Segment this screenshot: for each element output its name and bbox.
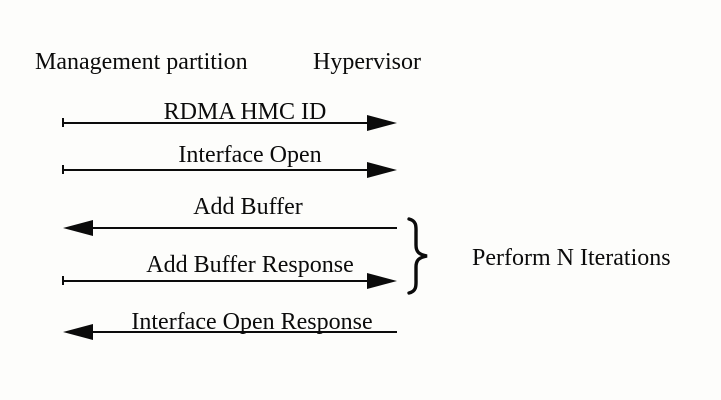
arrowhead-right-icon (367, 162, 397, 178)
arrowhead-left-icon (63, 324, 93, 340)
arrow-line (88, 331, 397, 333)
actor-label-hypervisor: Hypervisor (313, 49, 421, 75)
message-label: Add Buffer (193, 194, 303, 220)
arrow-line (63, 280, 371, 282)
arrow-line (63, 169, 371, 171)
iteration-annotation-label: Perform N Iterations (472, 245, 671, 271)
arrowhead-right-icon (367, 273, 397, 289)
arrowhead-left-icon (63, 220, 93, 236)
message-label: Interface Open Response (131, 309, 373, 335)
message-label: Interface Open (178, 142, 322, 168)
actor-label-management-partition: Management partition (35, 49, 248, 75)
curly-brace-icon (407, 217, 428, 295)
message-label: RDMA HMC ID (163, 99, 327, 125)
message-label: Add Buffer Response (146, 252, 354, 278)
arrow-line (63, 122, 371, 124)
arrow-line (88, 227, 397, 229)
arrowhead-right-icon (367, 115, 397, 131)
